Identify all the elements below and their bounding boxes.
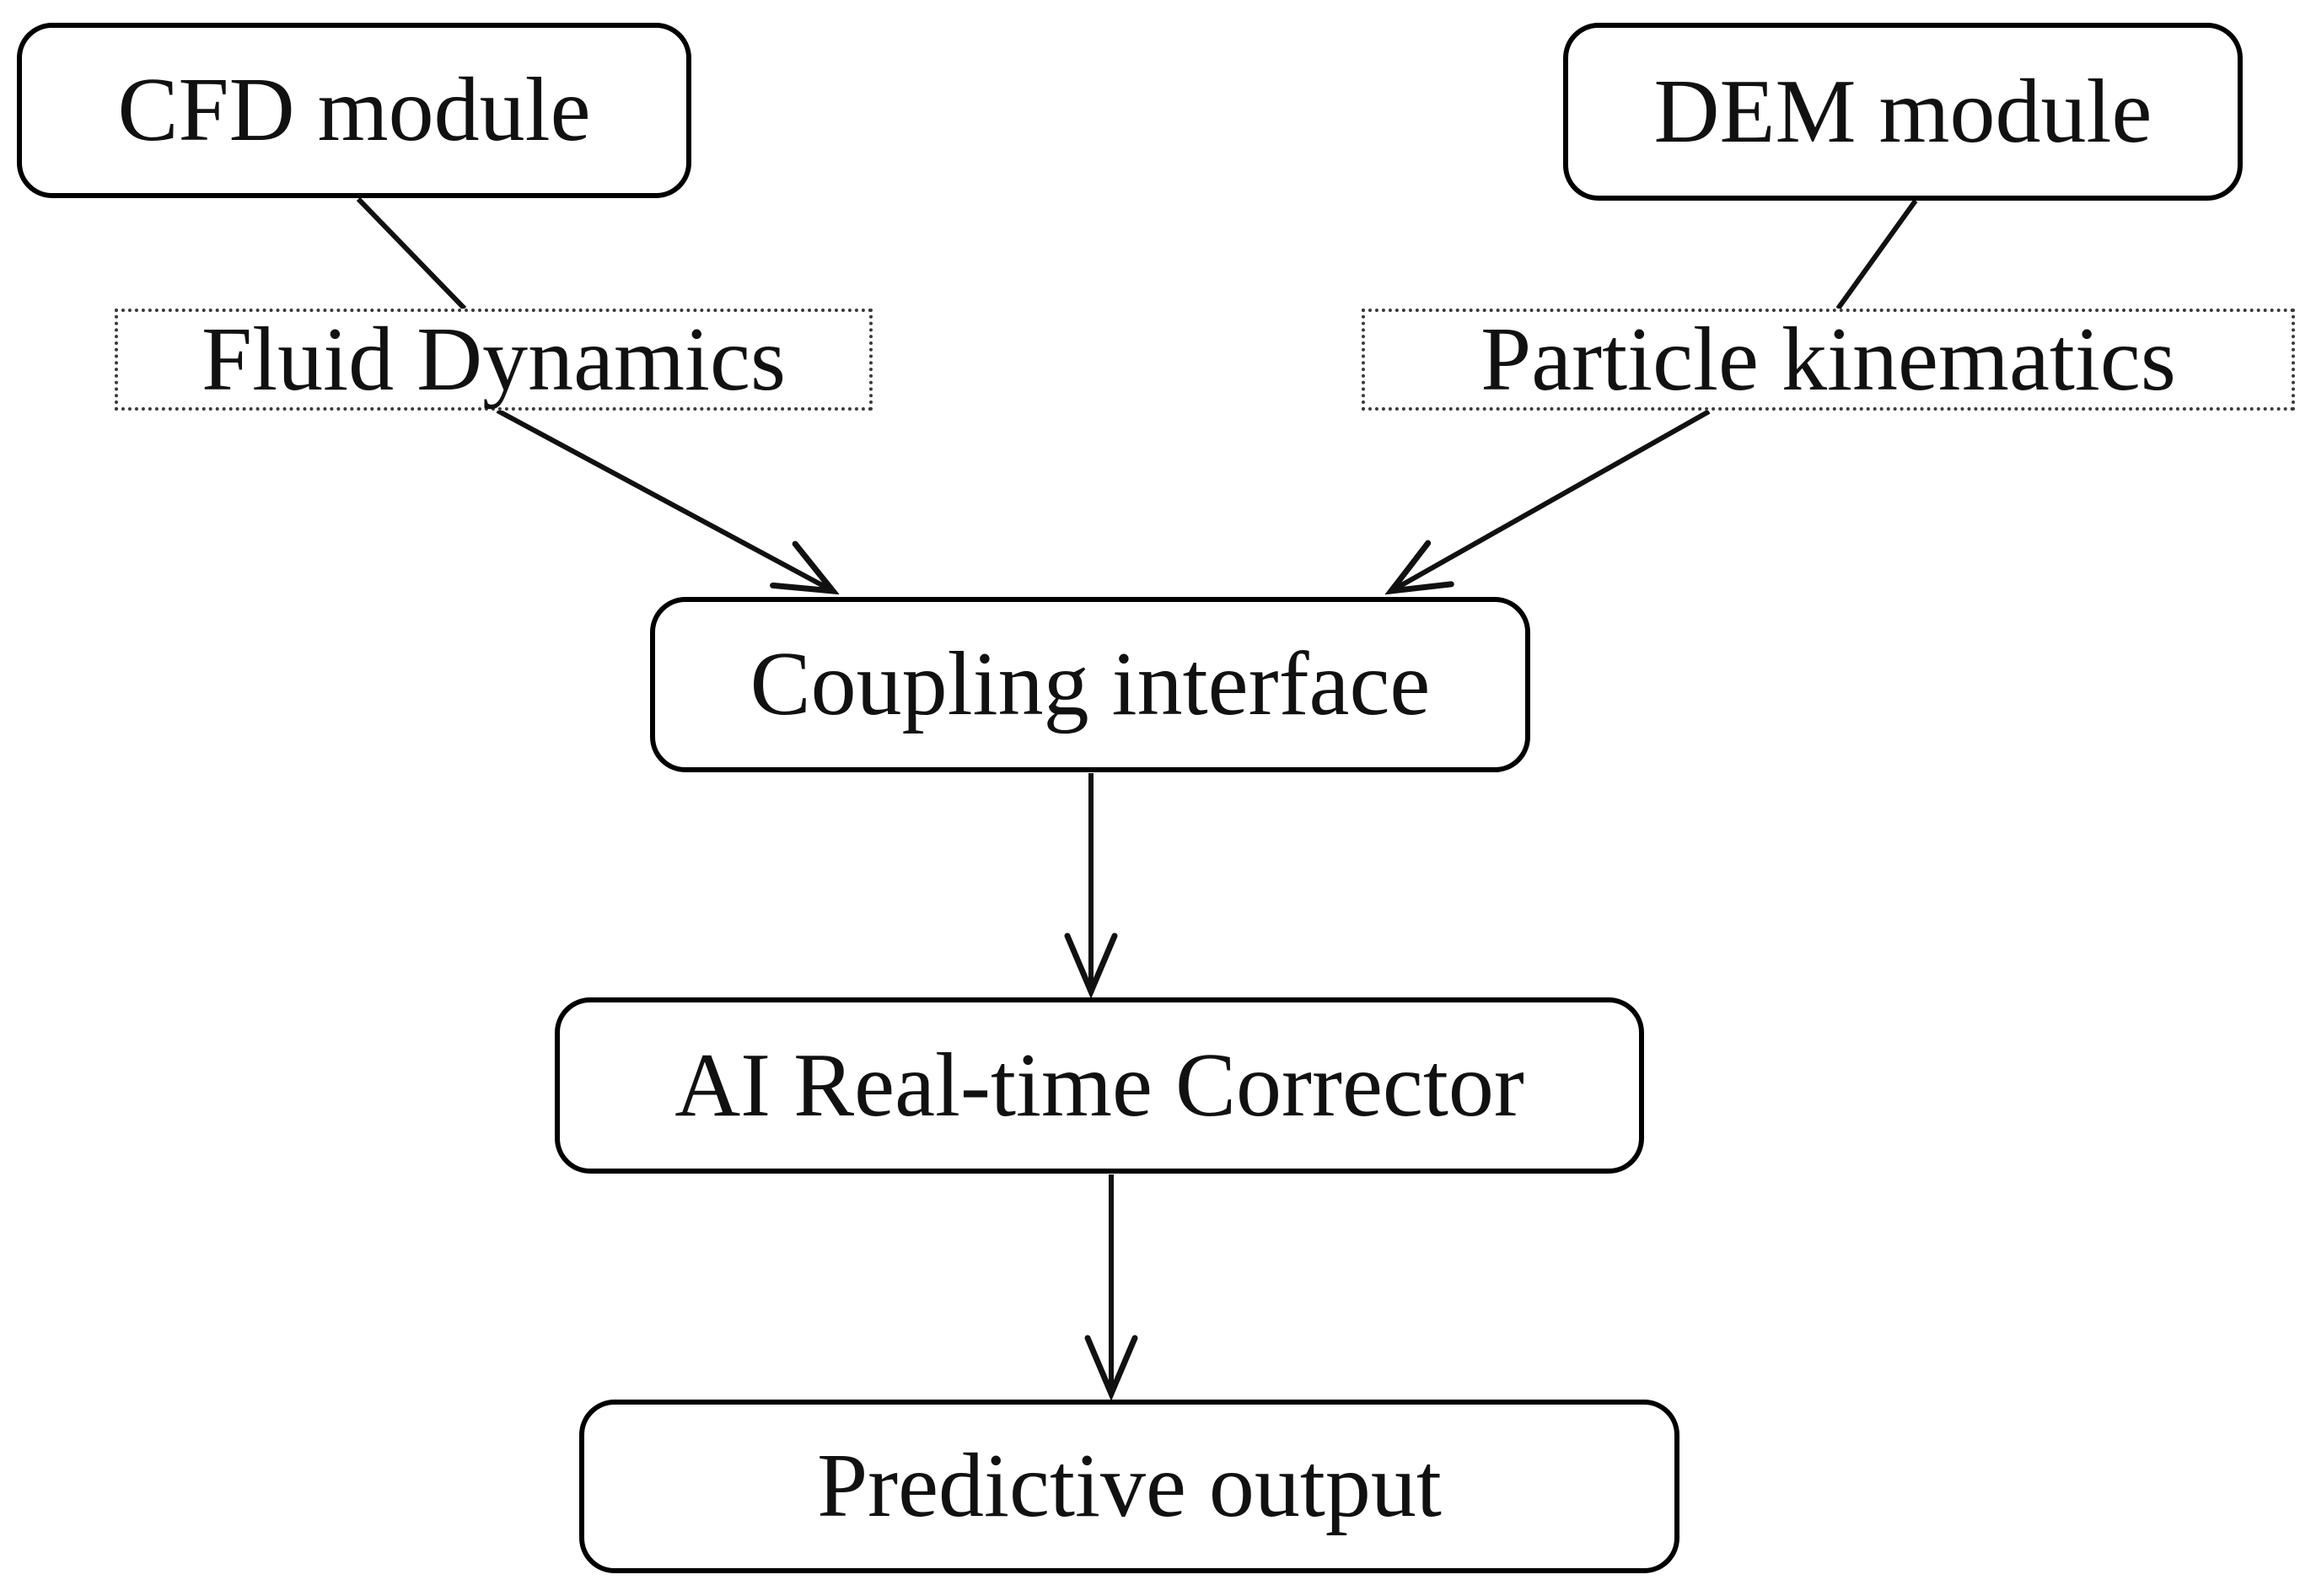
node-dem-module: DEM module: [1563, 23, 2243, 201]
edge-particle-to-coupling: [1391, 409, 1711, 591]
node-fluid-dynamics-label: Fluid Dynamics: [202, 309, 786, 410]
node-cfd-module: CFD module: [17, 23, 691, 198]
node-ai-real-time-corrector-label: AI Real-time Corrector: [674, 1034, 1524, 1136]
edge-cfd-to-fluid: [356, 196, 467, 311]
edge-fluid-to-coupling: [496, 408, 833, 591]
node-predictive-output-label: Predictive output: [817, 1436, 1442, 1536]
node-ai-real-time-corrector: AI Real-time Corrector: [555, 997, 1644, 1174]
node-dem-module-label: DEM module: [1653, 61, 2152, 162]
node-coupling-interface: Coupling interface: [650, 597, 1530, 772]
node-coupling-interface-label: Coupling interface: [750, 634, 1431, 734]
edge-dem-to-particle: [1835, 199, 1918, 310]
node-cfd-module-label: CFD module: [117, 60, 591, 160]
node-fluid-dynamics: Fluid Dynamics: [115, 309, 873, 411]
node-particle-kinematics-label: Particle kinematics: [1480, 309, 2176, 410]
node-particle-kinematics: Particle kinematics: [1362, 309, 2295, 411]
node-predictive-output: Predictive output: [579, 1400, 1679, 1573]
